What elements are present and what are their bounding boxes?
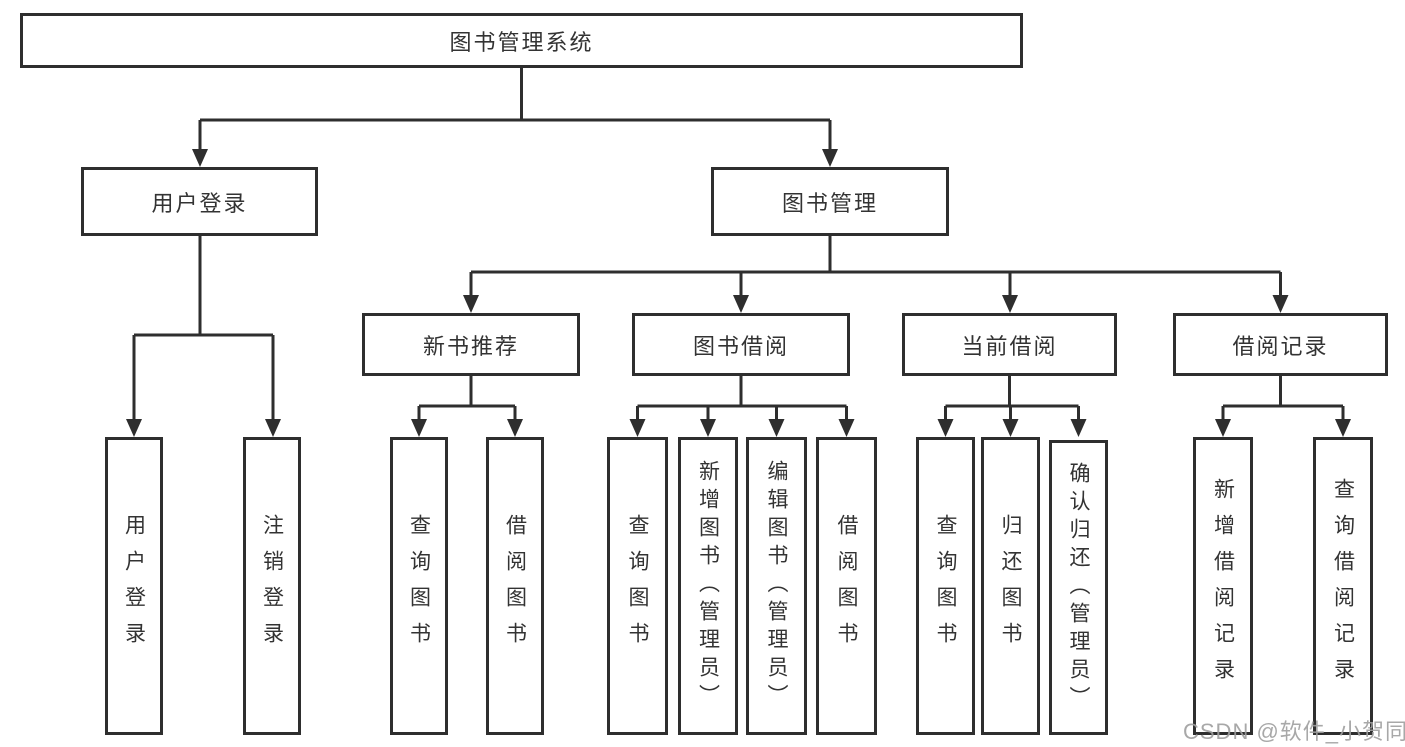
node-label: 借阅图书 <box>835 514 858 658</box>
node-current-borrowing: 当前借阅 <box>902 313 1117 376</box>
leaf-recommend-borrow-books: 借阅图书 <box>486 437 544 735</box>
leaf-borrowing-borrow-books: 借阅图书 <box>816 437 877 735</box>
node-label: 新增借阅记录 <box>1211 478 1235 694</box>
leaf-recommend-query-books: 查询图书 <box>390 437 448 735</box>
node-label: 图书借阅 <box>692 333 789 359</box>
leaf-borrowing-edit-books-admin: 编辑图书（管理员） <box>746 437 807 735</box>
node-book-borrowing: 图书借阅 <box>632 313 850 376</box>
node-label: 图书管理 <box>781 190 878 216</box>
node-label: 注销登录 <box>260 514 284 658</box>
node-label: 确认归还（管理员） <box>1067 461 1090 714</box>
leaf-borrowing-add-books-admin: 新增图书（管理员） <box>678 437 738 735</box>
leaf-logout: 注销登录 <box>243 437 301 735</box>
leaf-current-return-books: 归还图书 <box>981 437 1040 735</box>
node-label: 查询图书 <box>407 514 431 658</box>
leaf-records-add-record: 新增借阅记录 <box>1193 437 1253 735</box>
node-user-login: 用户登录 <box>81 167 318 236</box>
leaf-user-login: 用户登录 <box>105 437 163 735</box>
node-label: 图书管理系统 <box>449 29 594 55</box>
node-root: 图书管理系统 <box>20 13 1023 68</box>
node-label: 编辑图书（管理员） <box>765 460 788 712</box>
node-new-book-recommendation: 新书推荐 <box>362 313 580 376</box>
watermark: CSDN @软件_小贺同学 <box>1183 719 1405 744</box>
node-label: 新增图书（管理员） <box>696 460 720 712</box>
node-label: 新书推荐 <box>422 333 519 359</box>
node-label: 当前借阅 <box>961 333 1058 359</box>
node-book-management: 图书管理 <box>711 167 949 236</box>
node-label: 查询图书 <box>626 514 649 658</box>
node-label: 借阅记录 <box>1232 333 1329 359</box>
node-label: 用户登录 <box>151 190 248 216</box>
node-label: 用户登录 <box>122 514 146 658</box>
node-label: 查询借阅记录 <box>1331 478 1355 694</box>
node-borrowing-records: 借阅记录 <box>1173 313 1388 376</box>
leaf-records-query-record: 查询借阅记录 <box>1313 437 1373 735</box>
node-label: 借阅图书 <box>503 514 527 658</box>
node-label: 归还图书 <box>999 514 1022 658</box>
leaf-borrowing-query-books: 查询图书 <box>607 437 668 735</box>
node-label: 查询图书 <box>934 514 957 658</box>
leaf-current-confirm-return-admin: 确认归还（管理员） <box>1049 440 1108 735</box>
leaf-current-query-books: 查询图书 <box>916 437 975 735</box>
